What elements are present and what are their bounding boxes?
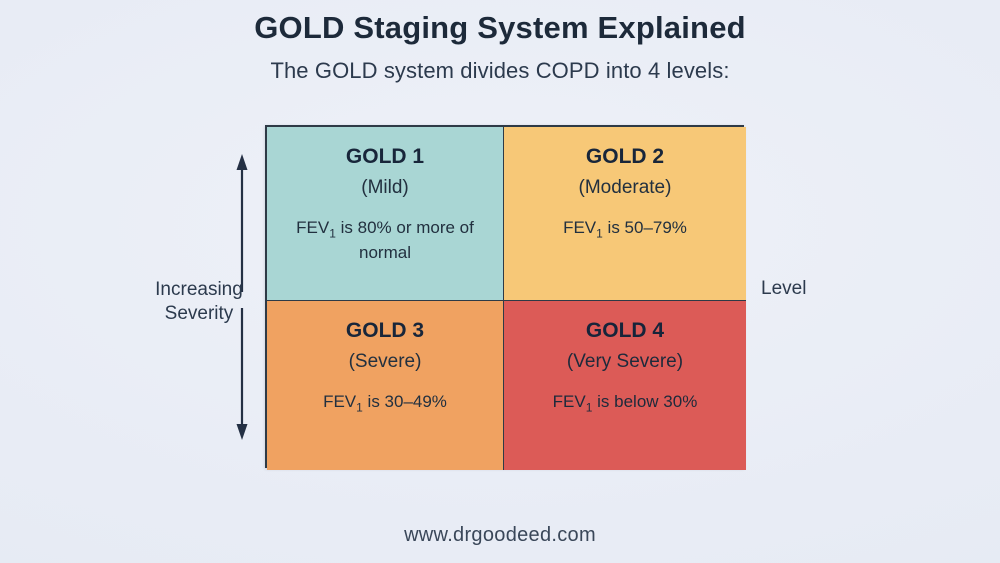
metric-prefix: FEV <box>563 217 597 237</box>
matrix-cell-gold-2: GOLD 2 (Moderate) FEV1 is 50–79% <box>504 127 746 301</box>
cell-title: GOLD 1 <box>345 145 425 168</box>
double-headed-vertical-arrow-icon <box>236 154 248 440</box>
metric-text: is 50–79% <box>602 217 687 237</box>
gold-staging-matrix: GOLD 1 (Mild) FEV1 is 80% or more of nor… <box>265 125 746 470</box>
metric-subscript: 1 <box>596 226 603 241</box>
cell-title: GOLD 4 <box>585 319 665 342</box>
severity-axis-label-line2: Severity <box>164 302 234 324</box>
metric-prefix: FEV <box>552 391 586 411</box>
cell-severity: (Very Severe) <box>566 351 684 373</box>
cell-severity: (Moderate) <box>578 177 672 199</box>
severity-axis-label: Increasing Severity <box>145 278 253 326</box>
metric-subscript: 1 <box>329 226 336 241</box>
page-subtitle: The GOLD system divides COPD into 4 leve… <box>270 58 730 83</box>
cell-metric: FEV1 is 80% or more of normal <box>267 216 503 265</box>
metric-text: is below 30% <box>592 391 698 411</box>
metric-prefix: FEV <box>296 217 330 237</box>
cell-metric: FEV1 is 50–79% <box>551 216 699 241</box>
severity-axis-label-line1: Increasing <box>155 279 243 300</box>
cell-severity: (Mild) <box>361 177 409 199</box>
cell-metric: FEV1 is below 30% <box>541 390 710 415</box>
metric-text: is 80% or more of normal <box>335 217 474 262</box>
cell-title: GOLD 3 <box>345 319 425 342</box>
metric-subscript: 1 <box>585 400 593 415</box>
matrix-cell-gold-3: GOLD 3 (Severe) FEV1 is 30–49% <box>267 301 504 470</box>
metric-subscript: 1 <box>356 400 363 415</box>
page-title: GOLD Staging System Explained <box>254 10 746 45</box>
matrix-cell-gold-1: GOLD 1 (Mild) FEV1 is 80% or more of nor… <box>267 127 504 301</box>
metric-prefix: FEV <box>323 391 357 411</box>
cell-severity: (Severe) <box>348 351 422 373</box>
cell-title: GOLD 2 <box>585 145 665 168</box>
footer-website: www.drgoodeed.com <box>404 524 596 546</box>
increasing-severity-axis: Increasing Severity <box>150 150 260 450</box>
cell-metric: FEV1 is 30–49% <box>311 390 459 415</box>
level-axis-label: Level <box>761 278 807 299</box>
matrix-cell-gold-4: GOLD 4 (Very Severe) FEV1 is below 30% <box>504 301 746 470</box>
metric-text: is 30–49% <box>362 391 447 411</box>
